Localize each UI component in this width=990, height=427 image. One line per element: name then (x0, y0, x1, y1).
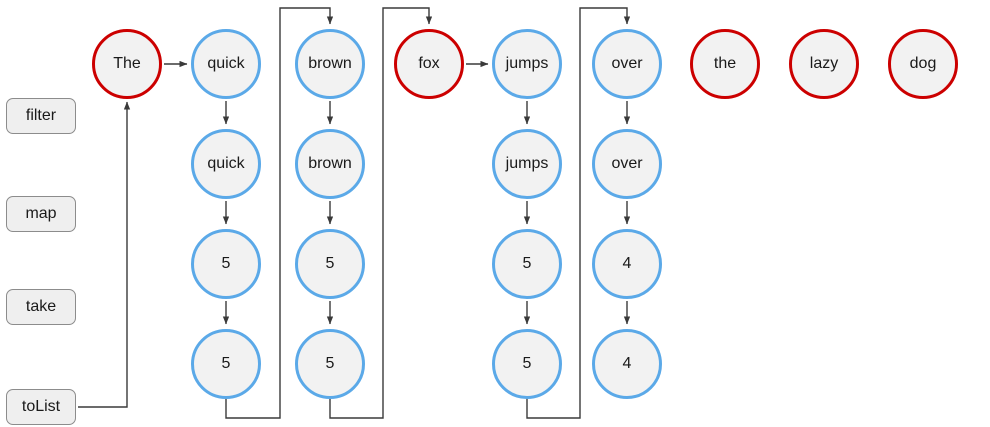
node-label: brown (308, 155, 352, 172)
node-label: brown (308, 55, 352, 72)
node-label: 5 (325, 255, 335, 272)
node-lazy-source[interactable]: lazy (789, 29, 859, 99)
node-label: The (113, 55, 141, 72)
node-over-source[interactable]: over (592, 29, 662, 99)
node-jumps-take[interactable]: 5 (492, 329, 562, 399)
wire-jumps-feedback-to-over (526, 7, 631, 419)
operator-label-filter: filter (25, 107, 57, 124)
node-label: over (611, 55, 643, 72)
node-label: over (611, 155, 643, 172)
node-label: 5 (522, 355, 532, 372)
operator-box-take[interactable]: take (6, 289, 76, 325)
node-label: 4 (622, 355, 632, 372)
node-label: 5 (221, 355, 231, 372)
node-dog-source[interactable]: dog (888, 29, 958, 99)
node-fox-source[interactable]: fox (394, 29, 464, 99)
node-jumps-source[interactable]: jumps (492, 29, 562, 99)
wire-quick-feedback-to-brown (225, 7, 334, 419)
node-brown-source[interactable]: brown (295, 29, 365, 99)
operator-box-filter[interactable]: filter (6, 98, 76, 134)
node-label: jumps (505, 55, 549, 72)
node-label: 5 (221, 255, 231, 272)
node-the2-source[interactable]: the (690, 29, 760, 99)
operator-label-map: map (25, 205, 57, 222)
node-label: dog (909, 55, 937, 72)
node-label: jumps (505, 155, 549, 172)
wire-tolist-to-the (78, 101, 131, 408)
node-over-map[interactable]: 4 (592, 229, 662, 299)
node-the-source[interactable]: The (92, 29, 162, 99)
node-brown-take[interactable]: 5 (295, 329, 365, 399)
node-label: quick (207, 155, 245, 172)
node-label: 5 (325, 355, 335, 372)
wire-brown-feedback-to-fox (329, 7, 433, 419)
operator-label-take: take (25, 298, 57, 315)
node-label: 4 (622, 255, 632, 272)
node-quick-map[interactable]: 5 (191, 229, 261, 299)
operator-box-tolist[interactable]: toList (6, 389, 76, 425)
node-quick-filter[interactable]: quick (191, 129, 261, 199)
node-brown-filter[interactable]: brown (295, 129, 365, 199)
node-over-filter[interactable]: over (592, 129, 662, 199)
node-jumps-map[interactable]: 5 (492, 229, 562, 299)
node-quick-source[interactable]: quick (191, 29, 261, 99)
node-label: fox (418, 55, 440, 72)
node-quick-take[interactable]: 5 (191, 329, 261, 399)
operator-label-tolist: toList (21, 398, 61, 415)
node-label: lazy (809, 55, 839, 72)
node-over-take[interactable]: 4 (592, 329, 662, 399)
node-jumps-filter[interactable]: jumps (492, 129, 562, 199)
operator-box-map[interactable]: map (6, 196, 76, 232)
node-label: quick (207, 55, 245, 72)
node-brown-map[interactable]: 5 (295, 229, 365, 299)
node-label: 5 (522, 255, 532, 272)
node-label: the (713, 55, 737, 72)
